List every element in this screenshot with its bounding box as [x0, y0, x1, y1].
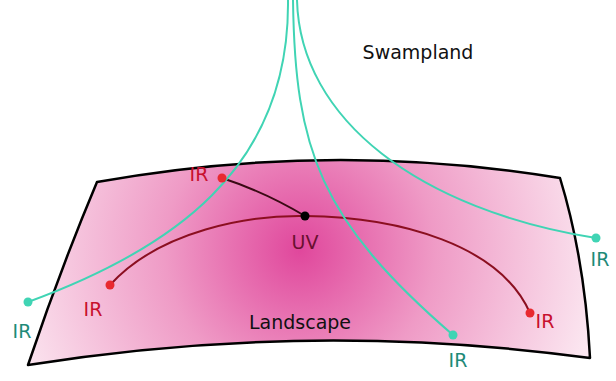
- swampland-line: [297, 0, 596, 238]
- ir-label: IR: [591, 249, 610, 270]
- flow-line: [110, 216, 530, 313]
- ir-dot: [218, 174, 227, 183]
- ir-dot: [526, 309, 535, 318]
- ir-label: IR: [13, 321, 32, 342]
- ir-dot: [592, 234, 601, 243]
- ir-label: IR: [449, 350, 468, 371]
- swampland-line: [28, 0, 288, 302]
- uv-dot: [301, 212, 310, 221]
- ir-dot: [24, 298, 33, 307]
- ir-dot: [106, 281, 115, 290]
- flow-line: [222, 178, 305, 216]
- ir-label: IR: [190, 164, 209, 185]
- region-label: Swampland: [363, 42, 474, 63]
- ir-dot: [449, 331, 458, 340]
- region-label: Landscape: [249, 312, 351, 333]
- ir-label: IR: [84, 299, 103, 320]
- uv-label: UV: [292, 232, 319, 253]
- ir-label: IR: [536, 311, 555, 332]
- landscape-sheet: [28, 160, 590, 365]
